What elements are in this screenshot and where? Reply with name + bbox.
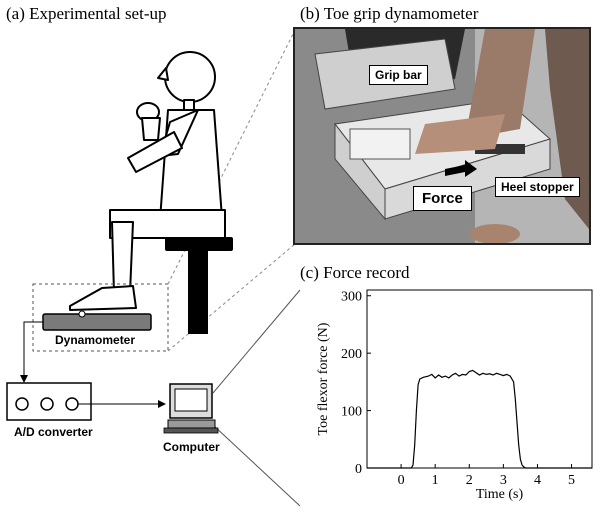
y-tick-label: 100 (341, 405, 362, 420)
y-axis-label: Toe flexor force (N) (316, 322, 331, 435)
computer-label: Computer (163, 440, 220, 454)
panel-b-title: (b) Toe grip dynamometer (300, 4, 479, 23)
dynamometer-zoom-box (32, 283, 169, 352)
x-tick-label: 1 (432, 473, 439, 488)
dynamometer-photo: Grip bar Heel stopper Force (293, 27, 591, 245)
computer-icon (163, 383, 219, 434)
panel-a-title: (a) Experimental set-up (6, 4, 167, 23)
ad-converter-label: A/D converter (14, 425, 93, 439)
x-tick-label: 4 (534, 473, 541, 488)
y-tick-label: 200 (341, 347, 362, 362)
force-callout: Force (413, 186, 472, 211)
x-tick-label: 5 (568, 473, 575, 488)
cable-to-converter (23, 321, 43, 380)
seated-person-figure (69, 51, 226, 311)
heel-stopper-callout: Heel stopper (495, 177, 580, 197)
chart-zoom-lines (212, 289, 301, 507)
grip-bar-callout: Grip bar (369, 65, 428, 85)
dynamometer-plate (42, 313, 152, 331)
force-series-line (367, 369, 592, 469)
x-tick-label: 0 (398, 473, 405, 488)
y-tick-label: 0 (355, 462, 362, 477)
x-tick-label: 2 (466, 473, 473, 488)
x-axis-label: Time (s) (476, 487, 524, 502)
stool (165, 237, 233, 334)
plot-frame (366, 289, 593, 469)
zoom-lines (167, 29, 296, 352)
dynamometer-label: Dynamometer (55, 333, 136, 347)
y-tick-label: 300 (341, 290, 362, 305)
panel-c-title: (c) Force record (300, 263, 410, 282)
x-tick-label: 3 (500, 473, 507, 488)
